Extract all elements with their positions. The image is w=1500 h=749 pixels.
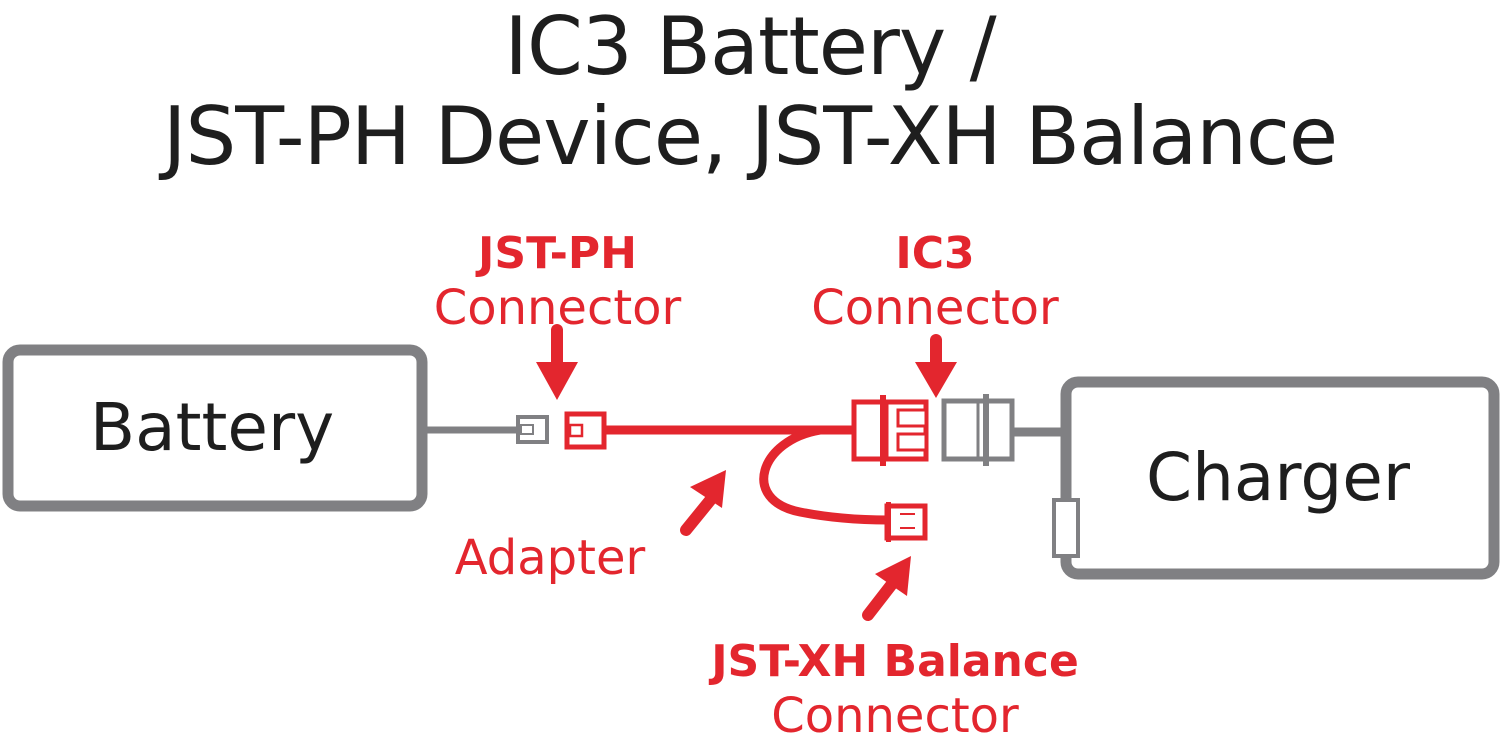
- battery-box: [2, 344, 428, 512]
- diagram-title-line-1: IC3 Battery /: [504, 0, 996, 93]
- jst-ph-name: JST-PH: [478, 228, 637, 279]
- jst-xh-balance-connector-label: JST-XH Balance Connector: [640, 636, 1150, 744]
- jst-xh-sub: Connector: [771, 688, 1019, 744]
- charger-device: Charger: [1052, 376, 1500, 580]
- ic3-name: IC3: [895, 228, 975, 279]
- arrow-jst-ph-icon: [536, 324, 578, 400]
- battery-jst-ph-plug: [516, 415, 549, 444]
- adapter-jst-ph-connector: [564, 411, 607, 450]
- jst-ph-sub: Connector: [433, 280, 682, 336]
- battery-label: Battery: [90, 389, 334, 466]
- charger-balance-port: [1052, 498, 1080, 558]
- adapter-balance-branch-wire: [759, 425, 889, 525]
- charger-ic3-plug: [941, 394, 1015, 466]
- jst-xh-name: JST-XH Balance: [711, 636, 1079, 687]
- charger-label: Charger: [1146, 439, 1411, 516]
- jst-ph-connector-label: JST-PH Connector: [405, 228, 710, 336]
- adapter-label: Adapter: [454, 530, 646, 586]
- arrow-jst-xh-icon: [862, 556, 911, 621]
- adapter-ic3-connector: [851, 395, 929, 466]
- arrow-adapter-icon: [680, 470, 726, 536]
- charger-box: [1060, 376, 1500, 580]
- battery-device: Battery: [2, 344, 428, 512]
- adapter-jst-xh-balance-plug: [884, 502, 928, 542]
- arrow-ic3-icon: [915, 334, 957, 398]
- ic3-connector-label: IC3 Connector: [780, 228, 1090, 336]
- ic3-sub: Connector: [811, 280, 1059, 336]
- diagram-title-line-2: JST-PH Device, JST-XH Balance: [162, 90, 1338, 183]
